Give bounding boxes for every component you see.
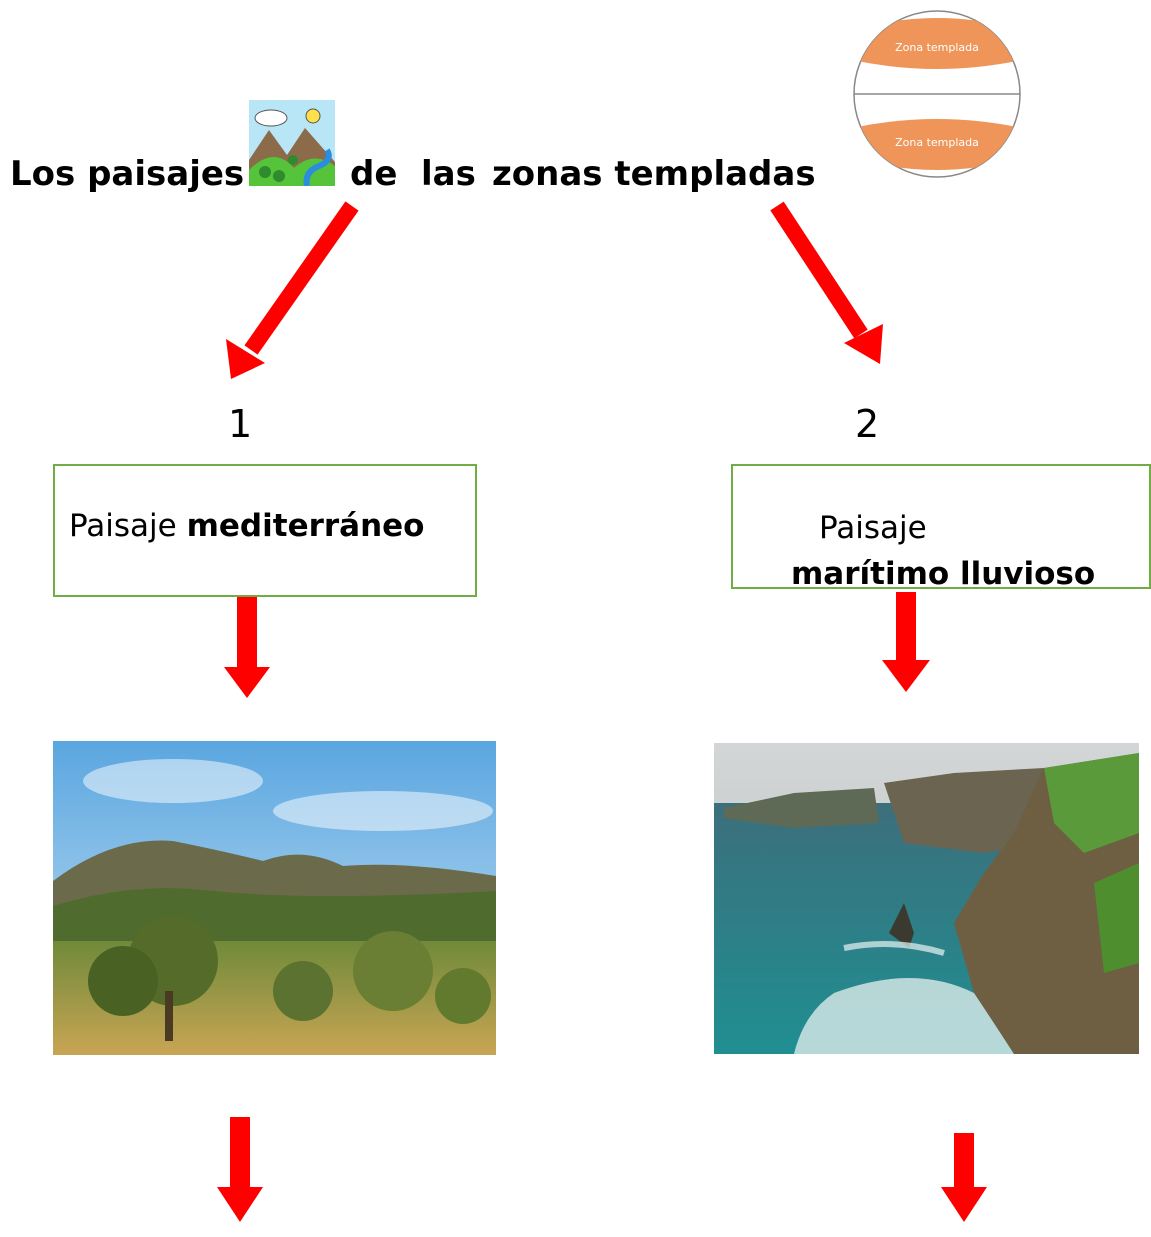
label-mediterranean: Paisaje mediterráneo: [69, 508, 424, 544]
rainy-maritime-cliffs-photo: [714, 743, 1139, 1054]
down-arrow-right-1: [882, 592, 930, 692]
temperate-zone-globe: Zona templada Zona templada: [853, 10, 1021, 178]
diagonal-arrow-right: [770, 201, 883, 364]
down-arrow-right-2: [941, 1133, 987, 1222]
down-arrow-left-2: [217, 1117, 263, 1222]
branch-2-number: 2: [855, 402, 880, 446]
label-2-bold: marítimo lluvioso: [791, 556, 1096, 592]
label-1-bold: mediterráneo: [186, 508, 425, 544]
landscape-icon: [249, 100, 335, 186]
branch-1-number: 1: [228, 402, 253, 446]
label-box-mediterranean: Paisaje mediterráneo: [53, 464, 477, 597]
globe-bottom-band-label: Zona templada: [895, 136, 979, 149]
down-arrow-left-1: [224, 597, 270, 698]
diagonal-arrow-left: [226, 201, 359, 379]
mediterranean-landscape-photo: [53, 741, 496, 1055]
globe-top-band-label: Zona templada: [895, 41, 979, 54]
title-part-1: Los paisajes: [10, 154, 245, 194]
title-part-3: las: [421, 154, 476, 194]
label-box-maritime: Paisaje marítimo lluvioso: [731, 464, 1151, 592]
title-part-4: zonas templadas: [492, 154, 816, 194]
label-2-prefix: Paisaje: [819, 510, 927, 546]
label-1-prefix: Paisaje: [69, 508, 177, 544]
title-part-2: de: [350, 154, 398, 194]
